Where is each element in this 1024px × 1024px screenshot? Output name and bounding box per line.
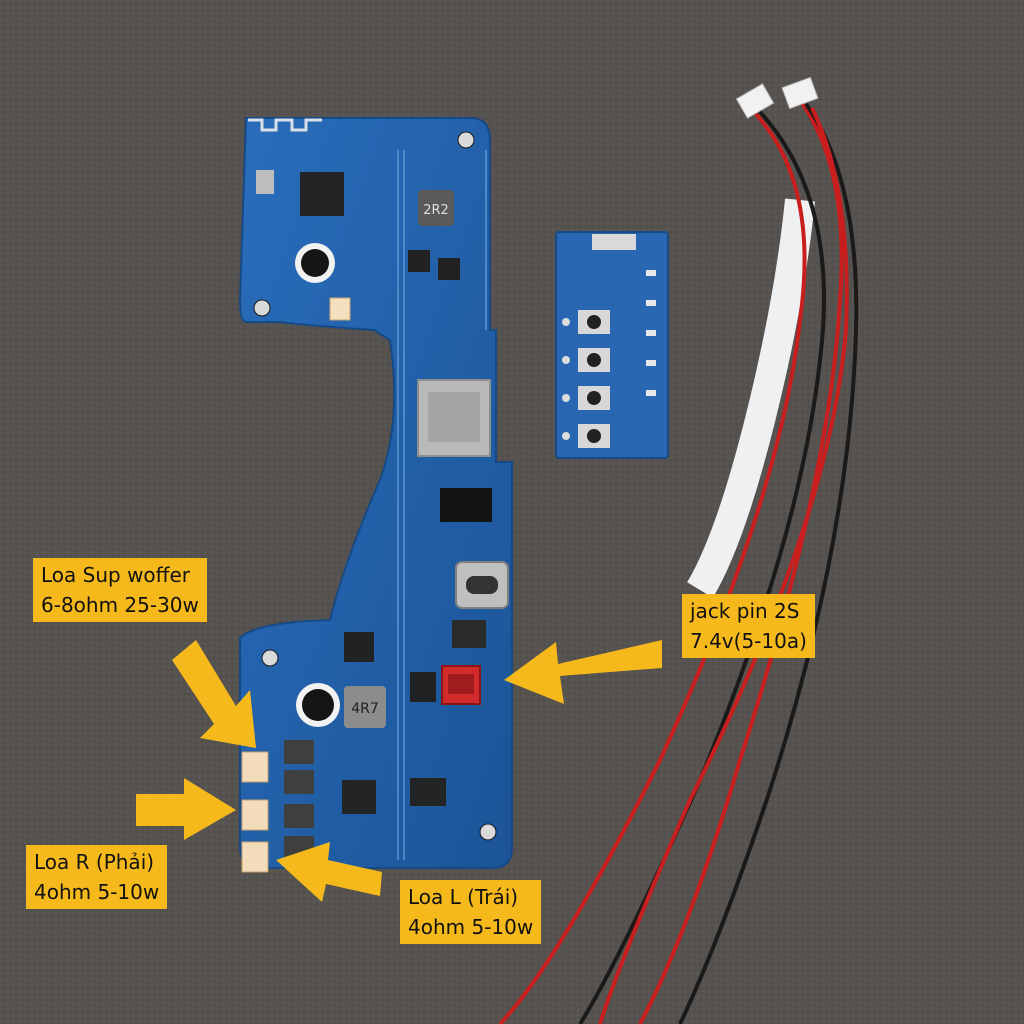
ribbon-cable — [687, 198, 815, 598]
callout-subwoofer-line1: Loa Sup woffer — [41, 563, 190, 587]
main-pcb: 2R2 4R7 — [238, 117, 513, 873]
arrow-right-speaker — [136, 778, 236, 840]
right-speaker-connector — [241, 799, 269, 831]
callout-right-line1: Loa R (Phải) — [34, 850, 155, 874]
arrow-subwoofer — [172, 640, 256, 748]
callout-battery-line2: 7.4v(5-10a) — [690, 629, 807, 653]
wire-bundle — [498, 98, 859, 1024]
arrow-left-speaker — [276, 842, 382, 902]
callout-left-speaker: Loa L (Trái) 4ohm 5-10w — [400, 880, 542, 944]
callout-right-line2: 4ohm 5-10w — [34, 880, 160, 904]
callout-battery-line1: jack pin 2S — [690, 599, 800, 623]
arrow-battery — [504, 640, 662, 704]
callout-left-line2: 4ohm 5-10w — [408, 915, 534, 939]
inductor-4r7-label: 4R7 — [351, 701, 379, 717]
wire-connector-2 — [781, 76, 819, 110]
callout-subwoofer-line2: 6-8ohm 25-30w — [41, 593, 199, 617]
left-speaker-connector — [241, 841, 269, 873]
button-board — [555, 231, 669, 459]
callout-right-speaker: Loa R (Phải) 4ohm 5-10w — [26, 845, 168, 909]
callout-left-line1: Loa L (Trái) — [408, 885, 519, 909]
wire-connector-1 — [735, 83, 775, 119]
callout-subwoofer: Loa Sup woffer 6-8ohm 25-30w — [33, 558, 207, 622]
callout-battery: jack pin 2S 7.4v(5-10a) — [682, 594, 815, 658]
inductor-2r2-label: 2R2 — [423, 203, 449, 218]
subwoofer-connector — [241, 751, 269, 783]
